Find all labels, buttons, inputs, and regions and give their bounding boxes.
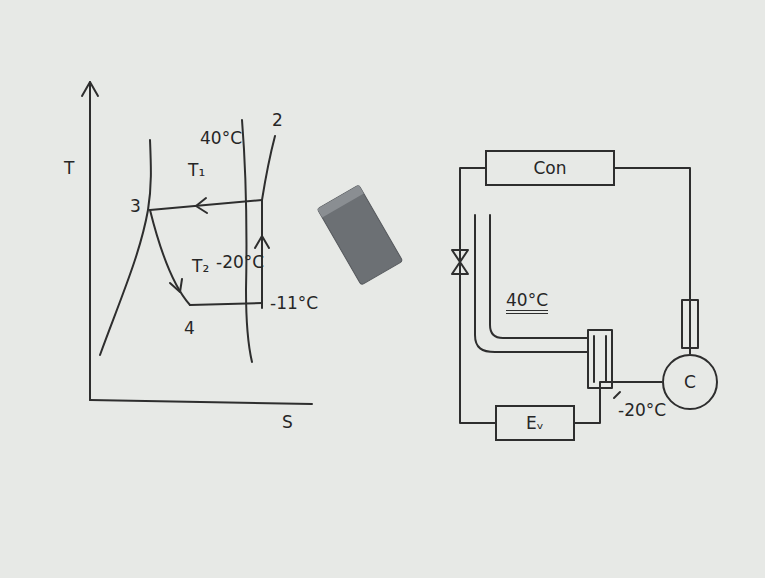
flow-arrowhead (170, 279, 182, 292)
temperature-value: -11°C (270, 293, 318, 313)
state-point-number: 2 (272, 110, 283, 130)
temperature-label: T₂ (192, 256, 209, 276)
axis-label: T (64, 158, 74, 178)
heat-exchanger (588, 330, 612, 388)
expansion-line (150, 210, 190, 305)
t-axis (89, 82, 91, 400)
flow-arrowhead (255, 236, 269, 248)
pipe-inner-wall (490, 215, 588, 338)
temperature-label: T₁ (188, 160, 205, 180)
tick-mark (261, 298, 263, 308)
saturated-liquid-line (100, 140, 151, 355)
compressor-circle: C (662, 354, 718, 410)
saturated-vapour-line (242, 120, 252, 362)
temperature-value: -20°C (618, 400, 666, 420)
node-text: Con (533, 158, 566, 178)
axis-arrowhead (82, 82, 98, 96)
state-point-number: 3 (130, 196, 141, 216)
temperature-value: 40°C (200, 128, 242, 148)
condenser-box: Con (485, 150, 615, 186)
flow-arrowhead (196, 198, 207, 213)
evaporator-box: Eᵥ (495, 405, 575, 441)
pipe-outer-wall (475, 215, 588, 352)
evaporation-line (190, 303, 262, 305)
eraser (317, 185, 403, 285)
axis-label: S (282, 412, 293, 432)
state-point-number: 4 (184, 318, 195, 338)
tick-mark (614, 392, 620, 398)
compression-line (262, 136, 275, 303)
s-axis (90, 400, 312, 404)
temperature-value: -20°C (216, 252, 264, 272)
pipe-temperature: 40°C (506, 290, 548, 314)
condensation-line (150, 200, 262, 210)
heat-exchanger-tube (594, 336, 606, 382)
pipe-connector (615, 168, 690, 354)
pipe-connector (460, 168, 495, 423)
node-text: C (662, 354, 718, 410)
node-text: Eᵥ (526, 413, 544, 433)
